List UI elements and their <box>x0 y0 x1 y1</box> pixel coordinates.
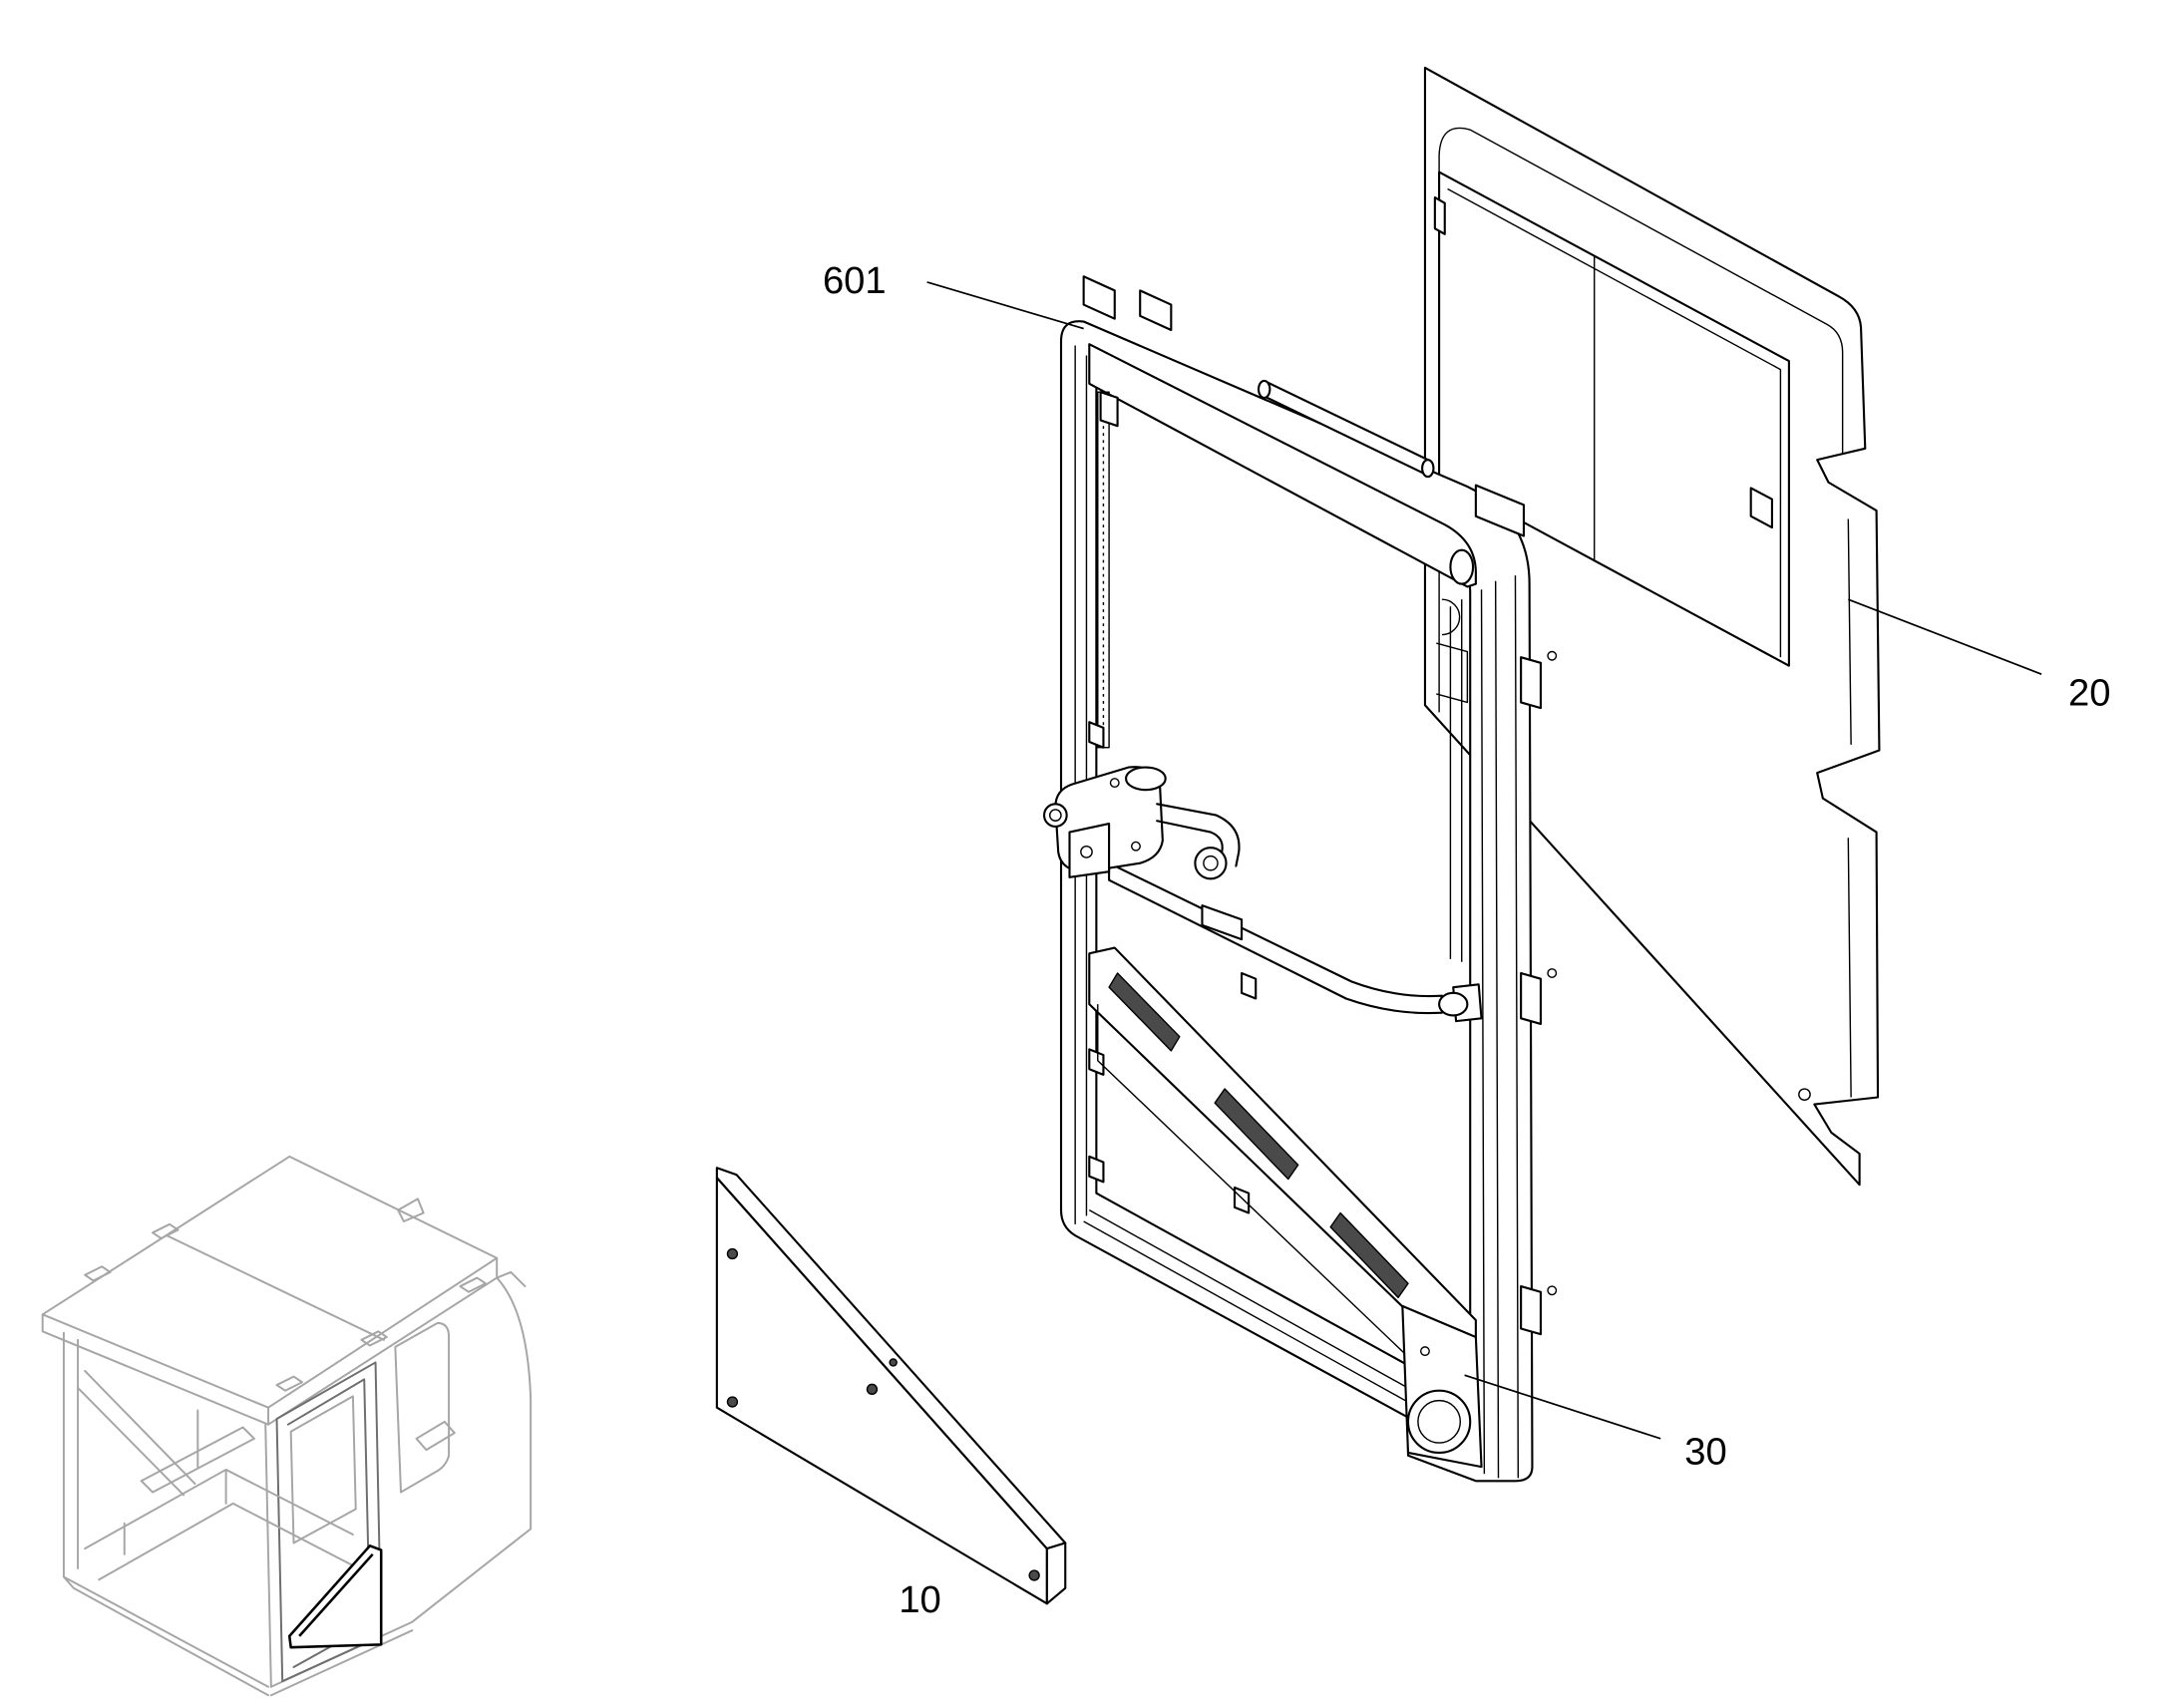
hinge-middle <box>1520 971 1543 1026</box>
handle-knob <box>1194 847 1228 880</box>
panel-slot <box>1433 195 1446 235</box>
panel-inner-edge <box>1438 127 1852 1098</box>
triangle-panel-hole-1 <box>726 1247 739 1260</box>
hinge-screw-lower <box>1547 1285 1558 1296</box>
thumbnail-rear-corner <box>415 1270 527 1452</box>
window-inner-edge <box>1447 187 1782 658</box>
hinge-rod-end-left <box>1257 379 1272 399</box>
frame-inner-tabs <box>1088 391 1251 1214</box>
frame-top-tab-right <box>1139 289 1173 332</box>
window-frame <box>1438 171 1790 667</box>
panel-cutout <box>1436 598 1469 704</box>
triangle-panel-hole-3 <box>866 1383 879 1395</box>
thumbnail-door-pillar <box>264 1423 272 1688</box>
part-20-door-glass-panel <box>1423 66 1881 1187</box>
door-handle-assembly <box>1042 766 1241 880</box>
hinge-screw-middle <box>1547 968 1558 978</box>
triangle-panel-hole-4 <box>889 1358 898 1367</box>
callout-leader-30 <box>1464 1374 1661 1440</box>
frame-top-rail <box>1088 343 1477 588</box>
thumbnail-roof-front-edge <box>41 1313 270 1426</box>
brace-lower-plate-edge <box>1097 1004 1409 1358</box>
part-10-triangular-panel <box>715 1167 1067 1605</box>
left-glass-channel <box>1097 391 1110 749</box>
brace-slot-3 <box>1329 1211 1409 1299</box>
callout-leader-601 <box>926 281 1084 330</box>
callout-label-10: 10 <box>899 1578 940 1621</box>
brace-slot-1 <box>1108 972 1181 1052</box>
callouts: 601 20 30 10 <box>823 259 2111 1621</box>
thumbnail-interior <box>77 1369 354 1581</box>
window-latch <box>1749 487 1773 529</box>
triangle-panel-hole-2 <box>726 1396 739 1408</box>
frame-top-right-bracket <box>1474 484 1526 537</box>
thumbnail-door-window <box>289 1395 357 1544</box>
thumbnail-rear-window <box>394 1321 451 1494</box>
thumbnail-roof-tabs <box>84 1197 487 1392</box>
hinge-lower <box>1520 1284 1543 1336</box>
frame-bottom-rail-lines <box>1083 1209 1406 1402</box>
latch-mount-plate <box>1068 823 1111 878</box>
regulator-guide-tabs <box>1201 904 1258 1000</box>
bracket-hole <box>1420 1346 1430 1357</box>
latch-pin-top <box>1109 778 1120 789</box>
handle-knob-center <box>1203 854 1219 871</box>
right-glass-channel <box>1449 599 1463 962</box>
panel-hole <box>1798 1088 1811 1102</box>
callout-label-601: 601 <box>823 259 887 302</box>
latch-pin-bottom <box>1131 841 1141 852</box>
regulator-rod <box>1108 861 1443 1015</box>
callout-label-30: 30 <box>1684 1430 1726 1473</box>
thumbnail-highlight-triangle <box>287 1544 383 1649</box>
latch-side-knob-center <box>1048 809 1062 822</box>
frame-right-stile-lines <box>1480 575 1520 1479</box>
frame-top-tab-left <box>1082 275 1116 320</box>
bracket-bushing-outer <box>1406 1389 1472 1455</box>
bracket-bushing-inner <box>1417 1399 1462 1444</box>
brace-slot-2 <box>1214 1088 1299 1181</box>
latch-mount-bolt <box>1080 846 1093 858</box>
hinge-screw-upper <box>1547 650 1558 661</box>
hinge-upper <box>1520 656 1543 710</box>
frame-top-rail-end <box>1449 548 1475 585</box>
cab-overview-thumbnail <box>41 1155 533 1697</box>
thumbnail-side-body <box>269 1276 533 1697</box>
latch-side-knob <box>1042 803 1068 828</box>
triangle-panel-face <box>715 1177 1048 1605</box>
thumbnail-roof-seam <box>166 1234 386 1341</box>
latch-top-cylinder <box>1125 766 1167 792</box>
triangle-panel-end <box>1045 1541 1067 1605</box>
thumbnail-front-pillar <box>62 1331 270 1697</box>
callout-label-20: 20 <box>2068 671 2110 714</box>
regulator-rod-end <box>1438 991 1469 1017</box>
handle-lever <box>1156 803 1241 867</box>
thumbnail-roof <box>41 1155 499 1409</box>
hinge-rod-end-right <box>1421 459 1435 479</box>
part-30-door-frame <box>1042 275 1558 1483</box>
callout-leader-20 <box>1848 598 2042 675</box>
triangle-panel-hole-5 <box>1028 1569 1040 1581</box>
